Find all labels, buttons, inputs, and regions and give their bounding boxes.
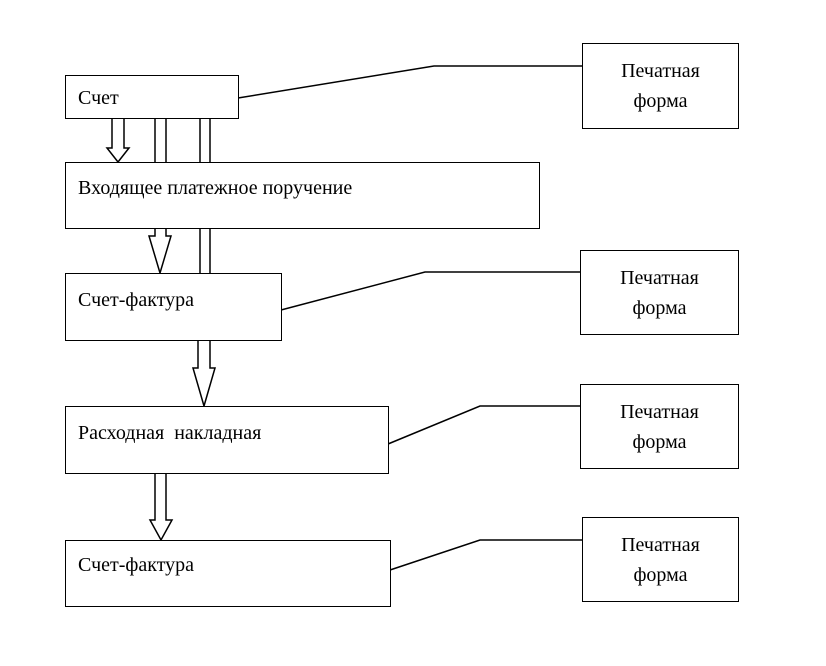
print-form-4: Печатная форма bbox=[582, 517, 739, 602]
node-tax-invoice-2: Счет-фактура bbox=[65, 540, 391, 607]
node-incoming-payment: Входящее платежное поручение bbox=[65, 162, 540, 229]
print-form-1: Печатная форма bbox=[582, 43, 739, 129]
print-form-1-line2: форма bbox=[633, 90, 688, 112]
print-form-2-line1: Печатная bbox=[620, 266, 699, 289]
arrow-incoming-payment-to-tax-invoice-1 bbox=[147, 228, 173, 276]
print-form-4-line1: Печатная bbox=[621, 533, 700, 556]
arrow-tax-invoice-1-to-waybill bbox=[192, 340, 216, 409]
print-form-3-line1: Печатная bbox=[620, 400, 699, 423]
node-invoice: Счет bbox=[65, 75, 239, 119]
leader-line-tax-invoice-2 bbox=[389, 539, 582, 571]
print-form-2-line2: форма bbox=[632, 296, 687, 319]
node-incoming-payment-label: Входящее платежное поручение bbox=[78, 177, 353, 199]
leader-line-invoice bbox=[237, 65, 582, 99]
node-invoice-label: Счет bbox=[78, 87, 119, 109]
arrow-waybill-to-tax-invoice-2 bbox=[148, 473, 174, 542]
node-tax-invoice-1-label: Счет-фактура bbox=[78, 289, 195, 311]
print-form-4-line2: форма bbox=[633, 563, 688, 586]
node-tax-invoice-2-label: Счет-фактура bbox=[78, 554, 195, 576]
print-form-3: Печатная форма bbox=[580, 384, 739, 469]
node-waybill-label: Расходная накладная bbox=[78, 422, 262, 444]
print-form-3-line2: форма bbox=[632, 430, 687, 453]
leader-line-tax-invoice-1 bbox=[280, 271, 580, 311]
node-waybill: Расходная накладная bbox=[65, 406, 389, 474]
node-tax-invoice-1: Счет-фактура bbox=[65, 273, 282, 341]
print-form-1-line1: Печатная bbox=[621, 60, 700, 82]
leader-line-waybill bbox=[387, 405, 580, 445]
print-form-2: Печатная форма bbox=[580, 250, 739, 335]
arrow-invoice-to-incoming-payment bbox=[105, 118, 131, 164]
